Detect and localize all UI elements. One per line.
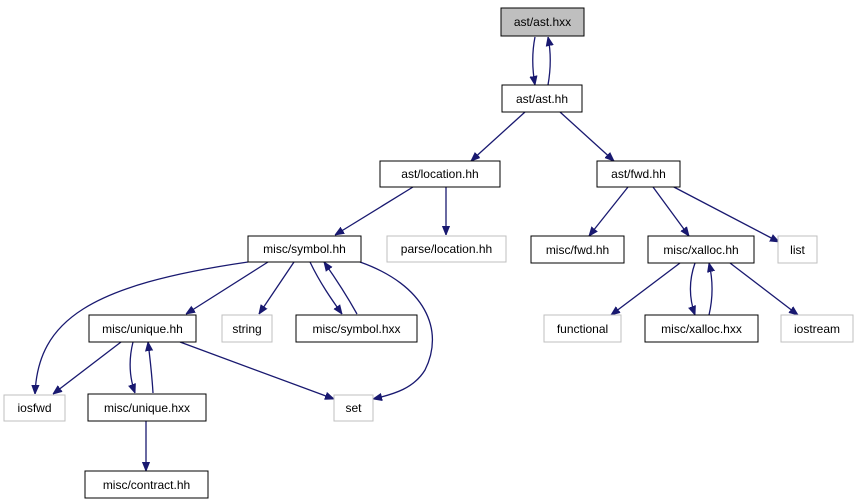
node-ast-ast-hh[interactable]: ast/ast.hh [501,84,583,113]
node-misc-xalloc-hxx[interactable]: misc/xalloc.hxx [644,314,759,343]
edge-symbol-hxx-to-symbol [324,262,358,315]
node-misc-fwd-hh[interactable]: misc/fwd.hh [530,235,625,264]
node-misc-contract-hh[interactable]: misc/contract.hh [84,470,209,499]
node-label: list [790,243,805,257]
node-ast-ast-hxx[interactable]: ast/ast.hxx [500,7,585,37]
node-label: set [345,401,362,415]
edge-unique-to-unique-hxx [130,341,135,393]
edge-xalloc-to-functional [611,262,681,315]
node-ast-fwd-hh[interactable]: ast/fwd.hh [596,160,681,188]
node-iosfwd[interactable]: iosfwd [3,394,66,422]
edge-ast-hxx-to-ast-hh [533,36,535,85]
node-label: ast/location.hh [401,167,478,181]
node-label: misc/xalloc.hh [663,243,738,257]
edge-fwd-to-misc-fwd [589,186,629,236]
node-label: parse/location.hh [401,242,492,256]
node-list[interactable]: list [777,235,818,264]
node-label: misc/contract.hh [103,478,190,492]
edge-symbol-to-set [359,261,434,399]
edge-unique-to-iosfwd [53,341,122,394]
node-set[interactable]: set [333,394,374,422]
edge-unique-to-set [179,341,334,399]
edge-location-to-symbol [335,186,414,235]
edges [35,37,798,471]
node-misc-unique-hh[interactable]: misc/unique.hh [88,314,197,343]
node-label: iosfwd [17,401,51,415]
node-label: misc/unique.hxx [104,401,190,415]
node-misc-symbol-hxx[interactable]: misc/symbol.hxx [295,314,418,343]
edge-symbol-to-unique [186,261,269,314]
edge-symbol-to-iosfwd [35,261,249,394]
node-label: iostream [794,322,840,336]
node-label: misc/fwd.hh [546,243,609,257]
node-parse-location-hh[interactable]: parse/location.hh [386,235,507,263]
edge-xalloc-to-iostream [729,262,798,315]
node-misc-xalloc-hh[interactable]: misc/xalloc.hh [647,235,755,264]
node-functional[interactable]: functional [543,314,622,343]
node-label: functional [557,322,608,336]
edge-ast-hh-to-fwd [559,111,614,161]
node-label: misc/symbol.hxx [312,322,400,336]
node-ast-location-hh[interactable]: ast/location.hh [379,160,501,188]
edge-fwd-to-list [669,184,779,243]
edge-fwd-to-xalloc [652,186,689,236]
node-string[interactable]: string [221,314,273,343]
node-label: ast/ast.hxx [514,15,571,29]
nodes: ast/ast.hxx ast/ast.hh ast/location.hh a… [3,7,854,499]
node-misc-symbol-hh[interactable]: misc/symbol.hh [247,235,362,263]
node-iostream[interactable]: iostream [780,314,854,343]
node-label: misc/unique.hh [102,322,183,336]
node-label: string [232,322,261,336]
node-label: ast/fwd.hh [611,167,666,181]
edge-ast-hh-to-ast-hxx [548,37,550,86]
node-label: misc/xalloc.hxx [661,322,742,336]
edge-symbol-to-string [259,261,295,314]
edge-xalloc-hxx-to-xalloc [709,263,712,316]
node-label: misc/symbol.hh [263,242,346,256]
node-misc-unique-hxx[interactable]: misc/unique.hxx [87,393,207,422]
edge-symbol-to-symbol-hxx [309,261,342,314]
node-label: ast/ast.hh [516,92,568,106]
edge-xalloc-to-xalloc-hxx [691,262,696,315]
edge-ast-hh-to-location [471,111,526,161]
edge-unique-hxx-to-unique [148,342,154,394]
